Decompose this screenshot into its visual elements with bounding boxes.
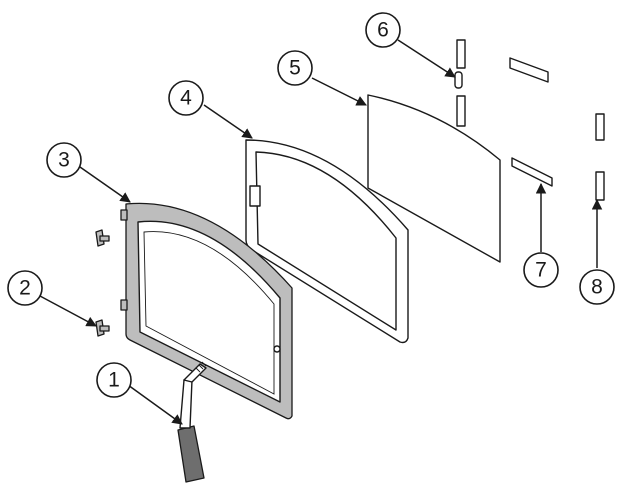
leader-line-3 bbox=[79, 166, 131, 203]
callout-4: 4 bbox=[168, 80, 204, 116]
callout-1: 1 bbox=[96, 362, 132, 398]
leader-line-4 bbox=[203, 104, 253, 139]
svg-text:4: 4 bbox=[180, 87, 192, 110]
callout-2: 2 bbox=[7, 270, 43, 306]
callout-7: 7 bbox=[523, 252, 559, 288]
callout-3: 3 bbox=[46, 142, 82, 178]
svg-text:3: 3 bbox=[58, 149, 70, 172]
leader-line-2 bbox=[39, 295, 97, 327]
leader-line-5 bbox=[311, 77, 367, 106]
hinge-pin-upper-part bbox=[95, 229, 110, 247]
svg-text:8: 8 bbox=[591, 276, 603, 299]
svg-text:1: 1 bbox=[108, 369, 120, 392]
callout-6: 6 bbox=[365, 12, 401, 48]
glass-clip-part bbox=[595, 113, 605, 201]
glass-panel-part bbox=[367, 94, 501, 263]
svg-text:6: 6 bbox=[377, 19, 389, 42]
leader-line-1 bbox=[127, 384, 183, 425]
callout-5: 5 bbox=[277, 50, 313, 86]
svg-text:7: 7 bbox=[535, 259, 547, 282]
hinge-pin-lower-part bbox=[95, 319, 110, 337]
glass-retainer-part bbox=[511, 157, 553, 187]
latch-clip-part bbox=[454, 39, 466, 127]
retainer-bracket-upper-part bbox=[509, 57, 549, 83]
svg-text:5: 5 bbox=[289, 57, 301, 80]
door-handle-part bbox=[177, 361, 207, 483]
door-frame-part bbox=[120, 202, 293, 420]
svg-text:2: 2 bbox=[19, 277, 31, 300]
callout-8: 8 bbox=[579, 269, 615, 305]
leader-line-6 bbox=[397, 39, 456, 78]
